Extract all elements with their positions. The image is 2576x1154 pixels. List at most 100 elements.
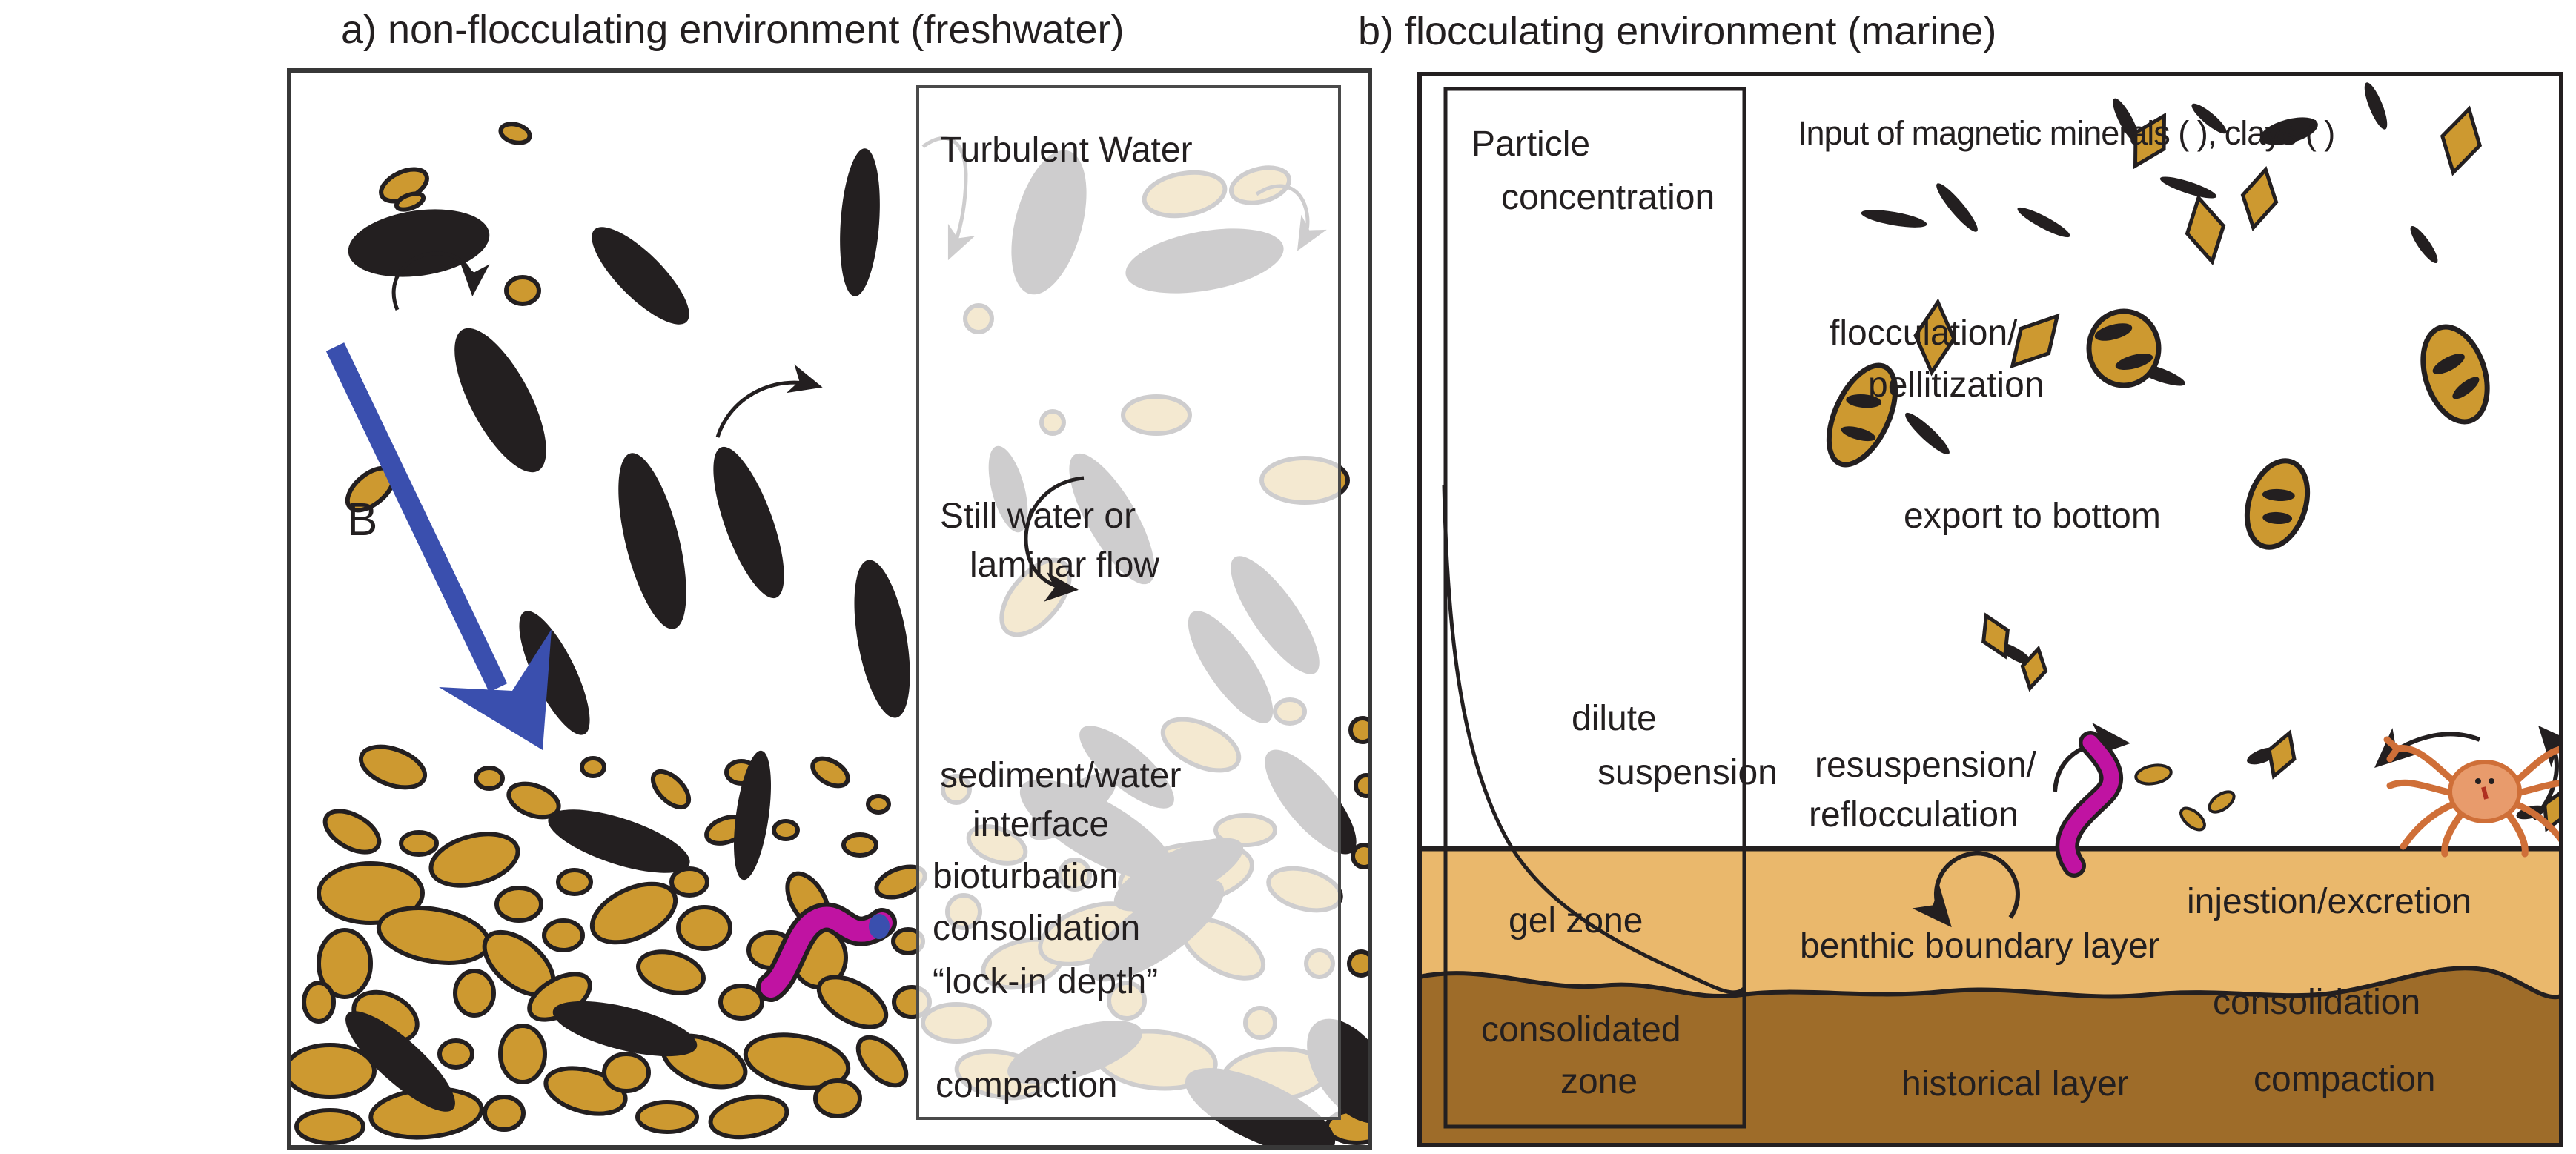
gold-grain [816, 975, 889, 1029]
panel-a-title: a) non-flocculating environment (freshwa… [341, 7, 1124, 52]
label-injestion-excretion: injestion/excretion [2187, 882, 2471, 921]
magnetic-grain [454, 328, 546, 473]
particle-concentration-box [1443, 87, 1746, 1129]
label-particle-2: concentration [1501, 178, 1715, 217]
gold-grain [1351, 843, 1370, 869]
gold-grain [841, 832, 878, 858]
clay-diamond [2010, 313, 2060, 369]
floc-inclusion [2115, 354, 2153, 370]
clay-diamond [2542, 786, 2561, 832]
gold-grain [294, 1108, 365, 1145]
gold-grain [317, 928, 373, 999]
gold-grain [317, 861, 425, 925]
label-particle-1: Particle [1471, 125, 1590, 164]
label-lock-in-depth: “lock-in depth” [933, 962, 1158, 1001]
label-still-water-1: Still water or [940, 497, 1136, 536]
gold-grain [1348, 716, 1370, 744]
label-consolidation-a: consolidation [933, 909, 1140, 948]
gold-grain [602, 1052, 651, 1093]
curved-arrow-icon [2532, 725, 2561, 821]
gold-grain [289, 1043, 377, 1099]
floc-inclusion [2262, 511, 2293, 525]
floc-inclusion [2432, 354, 2465, 374]
label-compaction-a: compaction [936, 1066, 1117, 1105]
gold-grain [428, 832, 520, 888]
b-arrow-head-icon [439, 629, 552, 750]
label-still-water-2: laminar flow [970, 546, 1159, 585]
gold-grain [498, 1024, 547, 1084]
clay-diamond [2133, 112, 2167, 170]
clay-diamond [2240, 165, 2279, 232]
floc-body [1826, 362, 1898, 468]
magnetic-grain [840, 148, 880, 296]
panel-a-border [287, 68, 1372, 1150]
gold-grain [866, 794, 891, 815]
worm-a-icon [756, 902, 897, 1002]
fecal-pellet [2208, 790, 2236, 814]
label-export-to-bottom: export to bottom [1904, 497, 2161, 536]
floc-body [2420, 324, 2490, 425]
floc-inclusion [2262, 488, 2295, 502]
panel-a: Turbulent Water Still water or laminar f… [287, 68, 1372, 1150]
gold-grain [650, 769, 692, 810]
gold-grain [302, 981, 336, 1024]
magnetic-mineral-sliver [2364, 82, 2388, 130]
label-compaction-b: compaction [2254, 1060, 2435, 1099]
gold-grain [743, 1032, 851, 1090]
magnetic-mineral-sliver [1861, 210, 1927, 228]
concentration-profile-curve [1442, 485, 1745, 995]
gold-grain [358, 744, 428, 790]
gold-grain [676, 905, 732, 951]
magnetic-grain [618, 453, 686, 629]
pellet-particles [2134, 763, 2236, 832]
magnetic-mineral-icon [2260, 117, 2318, 145]
label-flocculation-2: pellitization [1868, 365, 2044, 405]
label-b-field: B [347, 494, 377, 546]
magnetic-mineral-sliver [2017, 207, 2070, 238]
magnetic-mineral-sliver [2113, 98, 2139, 144]
magnetic-mineral-sliver [2191, 103, 2227, 134]
panel-b-border [1417, 72, 2563, 1147]
worm-b-icon [2055, 731, 2123, 878]
gold-grain [506, 781, 561, 820]
clay-icon [2440, 105, 2483, 176]
gold-grain [399, 830, 439, 857]
magnetic-grain [519, 611, 590, 735]
label-benthic-boundary-layer: benthic boundary layer [1800, 926, 2160, 966]
panel-b-title: b) flocculating environment (marine) [1358, 9, 1996, 53]
worm-body [2059, 734, 2119, 874]
fecal-pellet [2179, 806, 2206, 832]
gold-grain [1354, 773, 1370, 798]
floc-icon [2420, 324, 2490, 425]
floc-inclusion [1841, 426, 1876, 442]
label-input-minerals: Input of magnetic minerals ( ), clays ( … [1798, 114, 2334, 152]
floc-icon [2244, 458, 2311, 550]
magnetic-grain [552, 1001, 698, 1057]
label-bioturbation: bioturbation [933, 857, 1119, 896]
clay-diamond [1981, 612, 2010, 660]
gold-grain [394, 191, 426, 212]
floc-particles [1826, 308, 2490, 550]
gold-grain [669, 866, 709, 898]
gold-grain [708, 1094, 789, 1140]
panel-a-overlay-labels: Turbulent Water Still water or laminar f… [933, 130, 1193, 1105]
label-resuspension-1: resuspension/ [1815, 746, 2037, 785]
label-sediment-water-1: sediment/water [940, 756, 1181, 795]
gold-grain [504, 275, 541, 306]
magnetic-grain [592, 227, 689, 325]
gold-grain [556, 868, 593, 896]
magnetic-mineral-sliver [2410, 226, 2438, 263]
label-consolidated-zone-2: zone [1560, 1062, 1638, 1101]
gold-grain [718, 984, 764, 1021]
floc-inclusion [2094, 323, 2133, 341]
gold-grain [855, 1035, 909, 1088]
floc-inclusion [1846, 394, 1882, 408]
gold-grain [1347, 949, 1370, 978]
label-turbulent-water: Turbulent Water [940, 130, 1193, 170]
label-historical-layer: historical layer [1901, 1064, 2129, 1104]
consolidated-boundary-line [1420, 966, 2561, 1000]
floc-inclusion [2452, 377, 2480, 399]
curved-arrow-icon [2053, 722, 2130, 792]
